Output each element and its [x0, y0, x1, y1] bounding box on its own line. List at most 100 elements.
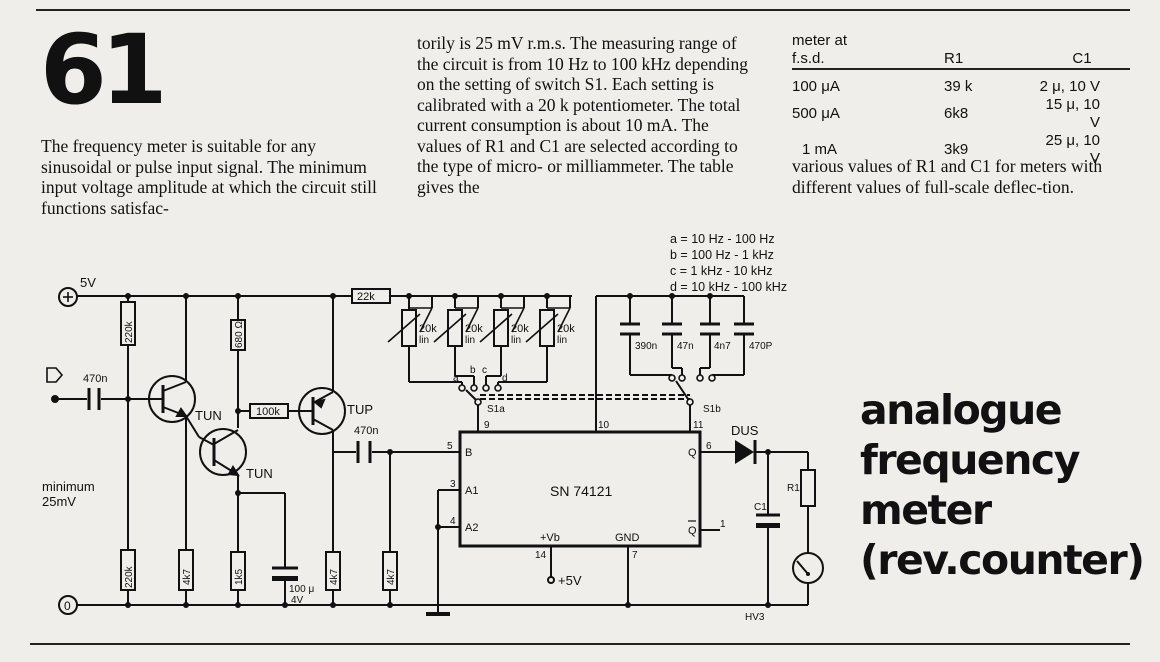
pin-4: 4	[450, 516, 456, 527]
label-c-in: 470n	[83, 373, 107, 385]
label-r-4k7-b: 4k7	[329, 568, 340, 585]
pin-6: 6	[706, 441, 712, 452]
label-pot-4-lin: lin	[557, 335, 567, 346]
table-row: 500 μA 6k8 15 μ, 10 V	[792, 96, 1130, 132]
header-meter-line1: meter at	[792, 32, 848, 49]
header-r1: R1	[944, 50, 964, 67]
pot-3	[493, 309, 509, 347]
label-pot-4: 20k	[557, 323, 575, 335]
cell-meter: 500 μA	[792, 105, 840, 122]
ic-label-gnd: GND	[615, 532, 640, 544]
vb-terminal	[547, 576, 555, 584]
label-tup: TUP	[347, 402, 373, 417]
resistor-4k7-c	[382, 551, 398, 591]
ic-sn74121	[458, 430, 702, 548]
label-r-4k7-a: 4k7	[182, 568, 193, 585]
text-col2: torily is 25 mV r.m.s. The measuring ran…	[417, 33, 748, 197]
label-r-220k-b: 220k	[124, 565, 135, 588]
ic-label-a1: A1	[465, 485, 478, 497]
pin-1: 1	[720, 519, 726, 530]
range-c: c = 1 kHz - 10 kHz	[670, 264, 772, 278]
ic-label-qbar: Q	[688, 525, 697, 537]
label-cap-470p: 470P	[749, 341, 773, 352]
label-pot-3-lin: lin	[511, 335, 521, 346]
pot-4	[539, 309, 555, 347]
title-line-1: analogue	[860, 386, 1063, 434]
header-c1: C1	[1072, 50, 1092, 67]
label-r-1k5: 1k5	[234, 568, 245, 585]
range-b: b = 100 Hz - 1 kHz	[670, 248, 774, 262]
label-pot-1-lin: lin	[419, 335, 429, 346]
resistor-220k-bottom	[120, 549, 136, 591]
table-row: 1 mA 3k9 25 μ, 10 V	[792, 132, 1130, 168]
cell-meter: 100 μA	[792, 78, 840, 95]
resistor-1k5	[230, 551, 246, 591]
input-arrow-icon	[46, 367, 64, 383]
label-pot-3: 20k	[511, 323, 529, 335]
label-r-100k: 100k	[256, 406, 280, 418]
table-header-row: meter at f.s.d. R1 C1	[792, 32, 1130, 69]
label-cap-4n7: 4n7	[714, 341, 731, 352]
label-c-470n-b: 470n	[354, 425, 378, 437]
article-title: analogue frequency meter (rev.counter)	[860, 385, 1150, 585]
label-cap-390n: 390n	[635, 341, 657, 352]
header-meter: meter at f.s.d.	[792, 32, 932, 69]
pin-10: 10	[598, 420, 610, 431]
title-line-3: meter	[860, 486, 992, 534]
label-hv3: HV3	[745, 612, 765, 623]
input-note-1: minimum	[42, 479, 95, 494]
range-a: a = 10 Hz - 100 Hz	[670, 232, 775, 246]
label-r-22k: 22k	[357, 291, 375, 303]
label-pot-2-lin: lin	[465, 335, 475, 346]
title-line-2: frequency	[860, 436, 1080, 484]
electrolytic-plate	[272, 576, 298, 581]
label-r-680: 680 Ω	[234, 321, 245, 348]
article-number: 61	[40, 14, 168, 126]
transistor-tun-2	[199, 428, 247, 476]
junction-dots	[125, 293, 771, 608]
bottom-rule	[30, 643, 1130, 645]
pin-5: 5	[447, 441, 453, 452]
cell-c1: 2 μ, 10 V	[1039, 78, 1100, 95]
label-pot-2: 20k	[465, 323, 483, 335]
label-sw-d: d	[502, 373, 508, 384]
pin-3: 3	[450, 479, 456, 490]
text-col3: various values of R1 and C1 for meters w…	[792, 156, 1103, 197]
label-r-220k-a: 220k	[124, 320, 135, 343]
pin-9: 9	[484, 420, 490, 431]
ic-label-vb: +Vb	[540, 532, 560, 544]
text-column-3: various values of R1 and C1 for meters w…	[792, 156, 1137, 197]
diode-dus	[735, 440, 754, 464]
ground-terminal	[58, 595, 78, 615]
component-table: meter at f.s.d. R1 C1 100 μA 39 k 2 μ, 1…	[792, 32, 1130, 168]
pot-2	[447, 309, 463, 347]
cell-c1: 15 μ, 10 V	[1045, 96, 1100, 131]
transistor-tup	[298, 387, 346, 435]
range-d: d = 10 kHz - 100 kHz	[670, 280, 787, 294]
resistors	[120, 288, 816, 591]
gnd-label: 0	[64, 599, 71, 613]
label-c-100u-2: 4V	[291, 595, 304, 606]
ic-label-q: Q	[688, 447, 697, 459]
input-terminal	[51, 395, 59, 403]
ic-label-a2: A2	[465, 522, 478, 534]
cell-r1: 6k8	[944, 105, 969, 122]
text-col1: The frequency meter is suitable for any …	[41, 136, 377, 218]
label-dus: DUS	[731, 423, 759, 438]
cell-meter: 1 mA	[802, 141, 838, 158]
ic-name: SN 74121	[550, 483, 612, 499]
label-tun-2: TUN	[246, 466, 273, 481]
label-sw-a: a	[453, 373, 459, 384]
resistor-4k7-b	[325, 551, 341, 591]
resistor-22k	[351, 288, 391, 304]
label-r1: R1	[787, 483, 800, 494]
resistor-680	[230, 319, 246, 351]
transistor-tun-1	[148, 375, 196, 423]
label-c-100u-1: 100 μ	[289, 584, 314, 595]
switch-s1	[458, 374, 716, 406]
text-column-2: torily is 25 mV r.m.s. The measuring ran…	[417, 33, 757, 197]
resistor-4k7-a	[178, 549, 194, 591]
label-s1b: S1b	[703, 404, 721, 415]
pin-14: 14	[535, 550, 547, 561]
text-column-1: The frequency meter is suitable for any …	[41, 136, 386, 218]
